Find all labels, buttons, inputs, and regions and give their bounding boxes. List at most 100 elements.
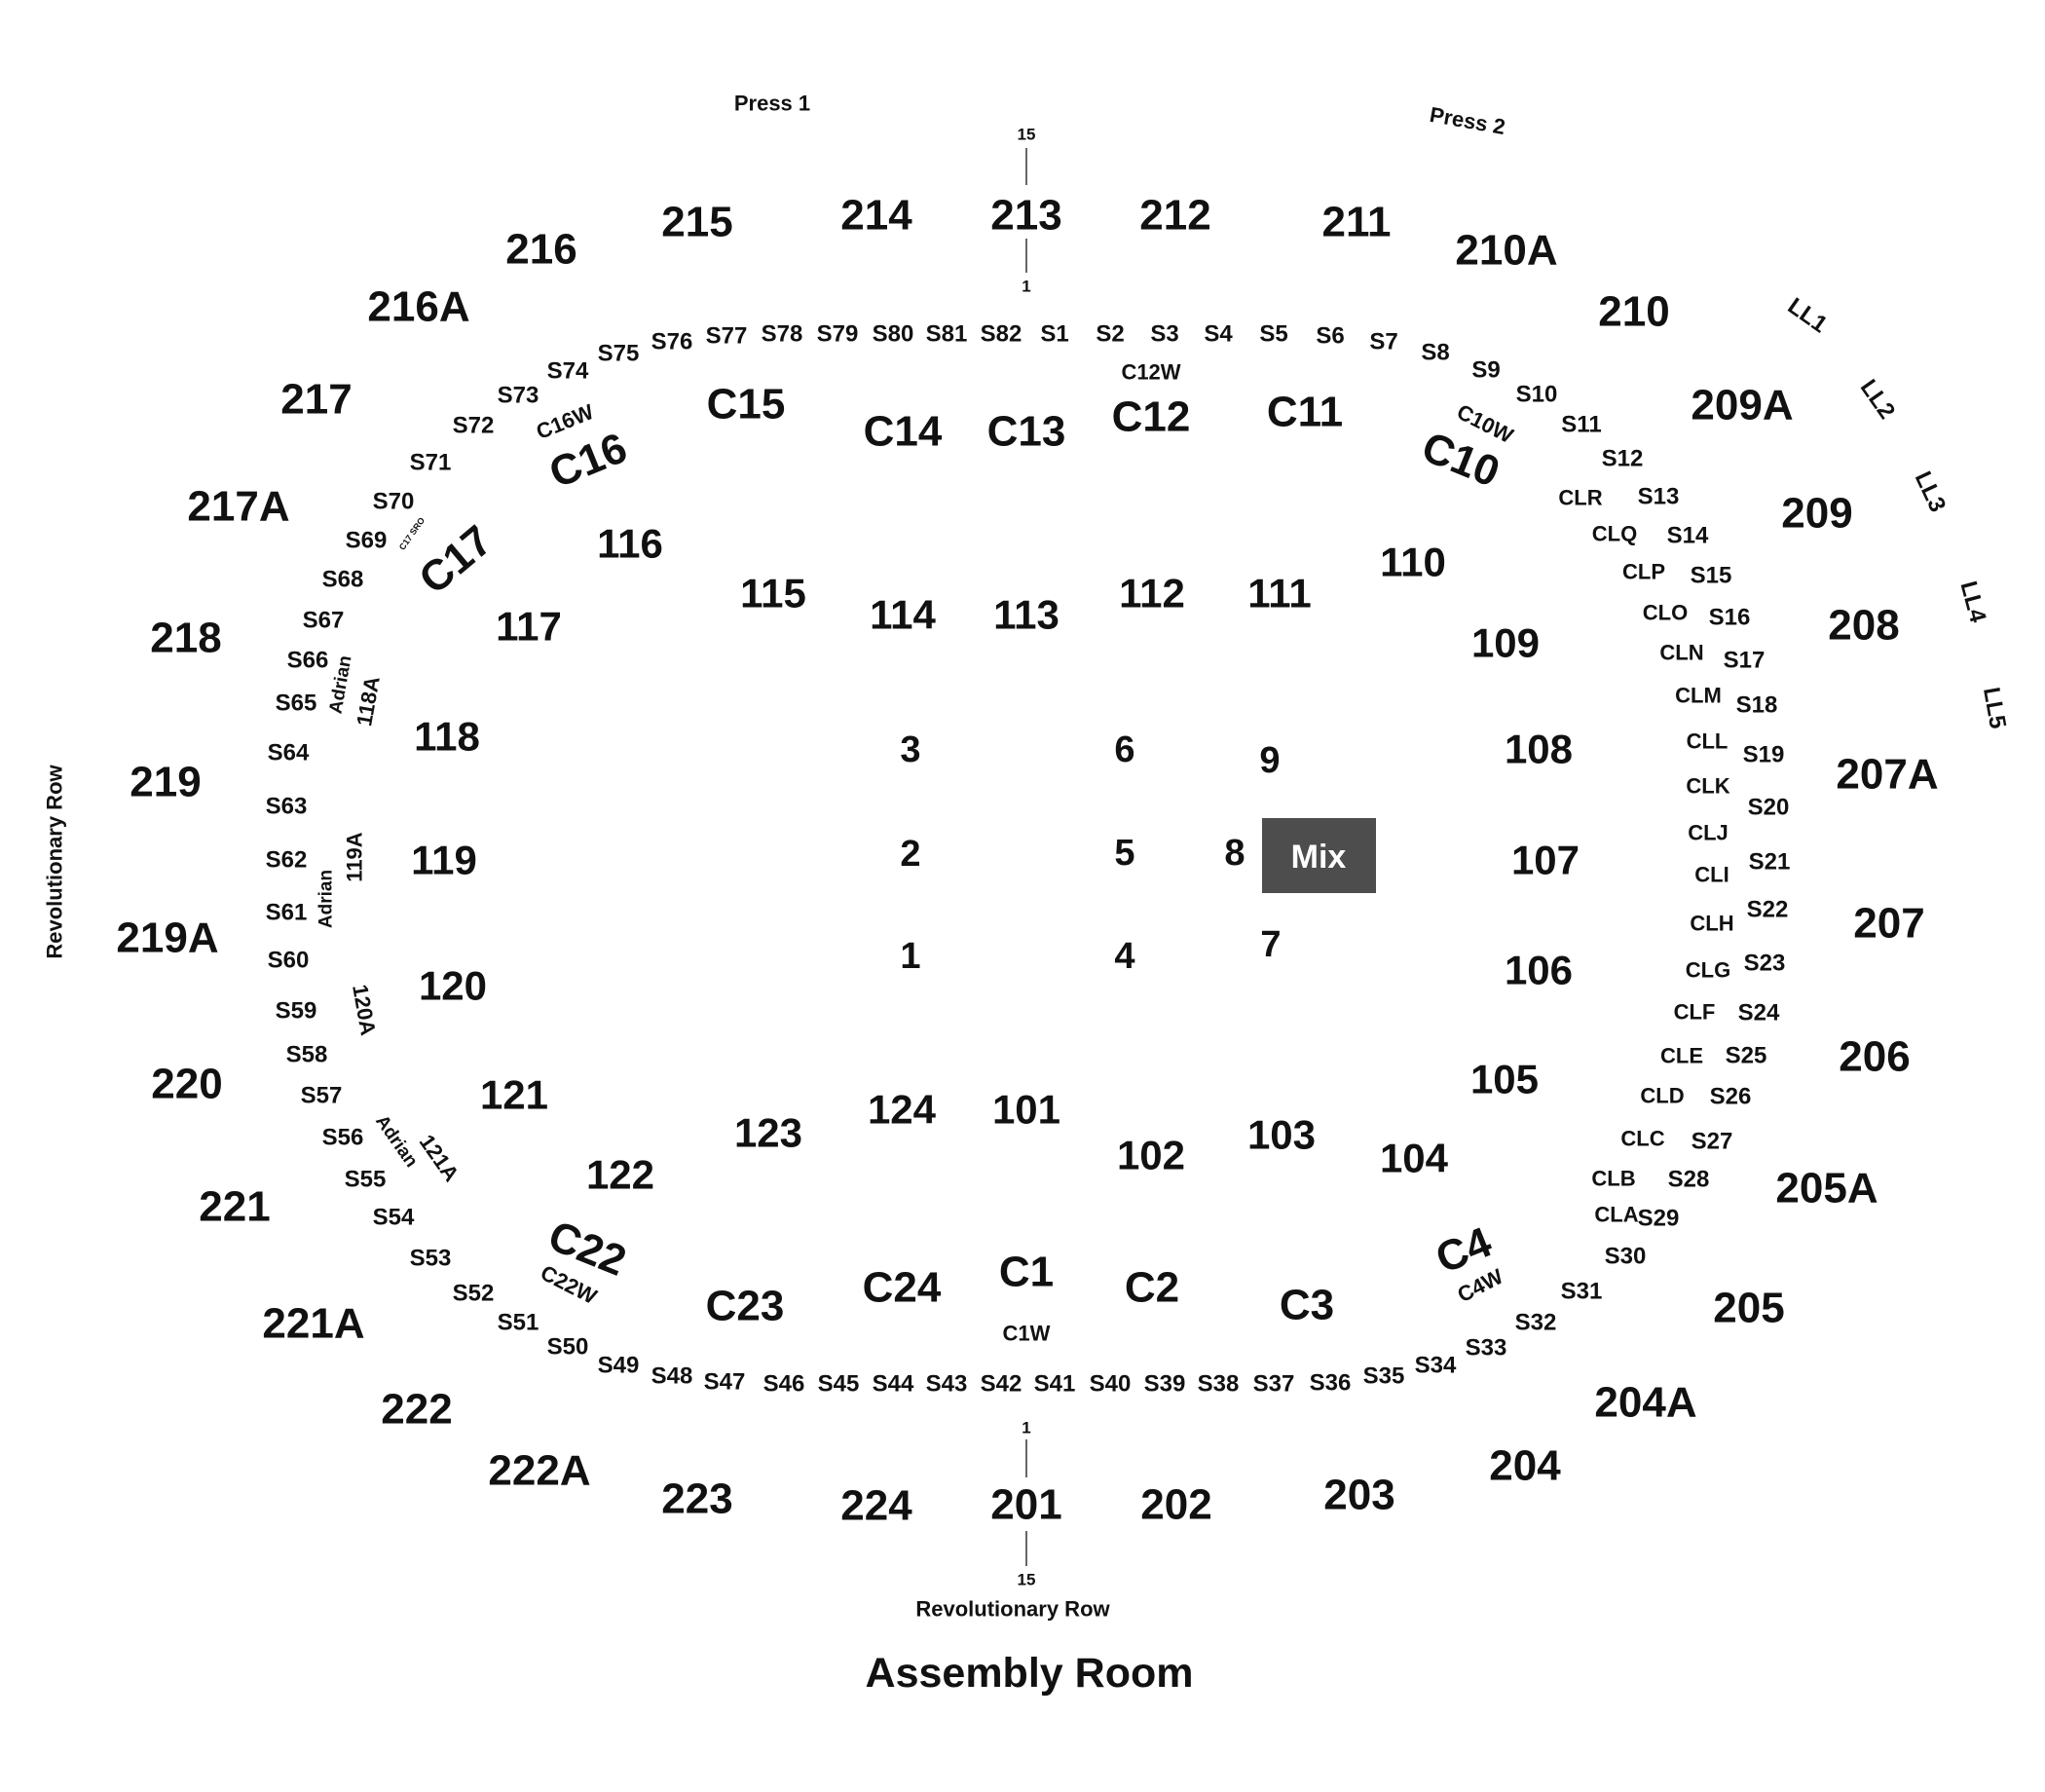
section-c14[interactable]: C14 [864,408,943,456]
suite-s27[interactable]: S27 [1692,1129,1733,1155]
suite-s46[interactable]: S46 [763,1371,805,1398]
section-120a[interactable]: 120A [348,983,381,1037]
suite-s70[interactable]: S70 [373,489,415,515]
suite-s1[interactable]: S1 [1040,321,1068,348]
suite-s37[interactable]: S37 [1253,1371,1295,1398]
section-219a[interactable]: 219A [116,915,218,962]
section-202[interactable]: 202 [1140,1481,1211,1529]
section-clq[interactable]: CLQ [1592,522,1637,546]
section-217[interactable]: 217 [280,376,352,424]
section-112[interactable]: 112 [1119,571,1185,616]
suite-s73[interactable]: S73 [498,383,539,409]
suite-s42[interactable]: S42 [981,1371,1022,1398]
section-217a[interactable]: 217A [187,483,289,531]
suite-s25[interactable]: S25 [1726,1043,1767,1069]
section-ll3[interactable]: LL3 [1910,467,1952,516]
section-208[interactable]: 208 [1828,602,1899,650]
section-205a[interactable]: 205A [1775,1165,1878,1213]
section-209[interactable]: 209 [1781,490,1852,538]
suite-s44[interactable]: S44 [873,1371,914,1398]
section-205[interactable]: 205 [1713,1285,1784,1332]
suite-s18[interactable]: S18 [1736,692,1778,719]
section-cla[interactable]: CLA [1594,1203,1638,1227]
section-220[interactable]: 220 [151,1061,222,1108]
section-115[interactable]: 115 [740,571,806,616]
section-c17-sro[interactable]: C17 SRO [397,515,427,551]
section-222a[interactable]: 222A [488,1447,590,1495]
suite-s24[interactable]: S24 [1738,1000,1780,1027]
suite-s8[interactable]: S8 [1421,340,1449,366]
suite-s21[interactable]: S21 [1749,849,1791,876]
section-116[interactable]: 116 [597,521,663,567]
section-223[interactable]: 223 [661,1475,732,1523]
suite-s62[interactable]: S62 [266,847,308,874]
suite-s57[interactable]: S57 [301,1083,343,1109]
section-119[interactable]: 119 [411,838,477,883]
suite-s60[interactable]: S60 [268,948,310,974]
section-cld[interactable]: CLD [1640,1084,1684,1108]
suite-s63[interactable]: S63 [266,794,308,820]
suite-s59[interactable]: S59 [276,998,317,1025]
section-204[interactable]: 204 [1489,1442,1561,1490]
section-210a[interactable]: 210A [1455,227,1557,275]
section-ll5[interactable]: LL5 [1978,686,2011,731]
section-101[interactable]: 101 [992,1087,1060,1133]
suite-s20[interactable]: S20 [1748,795,1790,821]
suite-s26[interactable]: S26 [1710,1084,1752,1110]
floor-section-9[interactable]: 9 [1259,740,1280,781]
floor-section-4[interactable]: 4 [1114,936,1134,977]
section-106[interactable]: 106 [1505,948,1573,993]
section-cln[interactable]: CLN [1659,641,1703,665]
section-206[interactable]: 206 [1839,1033,1910,1081]
floor-section-3[interactable]: 3 [900,729,920,770]
suite-s6[interactable]: S6 [1316,323,1344,350]
section-102[interactable]: 102 [1117,1133,1185,1178]
suite-s48[interactable]: S48 [651,1363,693,1390]
section-c13[interactable]: C13 [987,408,1066,456]
section-212[interactable]: 212 [1139,192,1210,240]
section-clb[interactable]: CLB [1591,1167,1635,1191]
section-clh[interactable]: CLH [1690,912,1733,936]
section-104[interactable]: 104 [1380,1136,1449,1181]
section-108[interactable]: 108 [1505,727,1573,772]
section-c1[interactable]: C1 [999,1249,1054,1296]
suite-s71[interactable]: S71 [410,450,452,476]
section-121a[interactable]: 121A [415,1130,465,1186]
suite-s47[interactable]: S47 [704,1369,746,1396]
section-221a[interactable]: 221A [262,1300,364,1348]
section-c12[interactable]: C12 [1112,393,1191,441]
section-222[interactable]: 222 [381,1386,452,1434]
section-clm[interactable]: CLM [1675,684,1722,708]
suite-s79[interactable]: S79 [817,321,859,348]
section-214[interactable]: 214 [840,192,912,240]
section-211[interactable]: 211 [1322,199,1392,246]
section-118[interactable]: 118 [414,714,480,760]
section-121[interactable]: 121 [480,1072,548,1118]
suite-s76[interactable]: S76 [651,329,693,355]
section-219[interactable]: 219 [130,759,201,806]
section-c12w[interactable]: C12W [1121,360,1180,385]
suite-s31[interactable]: S31 [1561,1279,1603,1305]
suite-s33[interactable]: S33 [1466,1335,1507,1362]
suite-s38[interactable]: S38 [1198,1371,1240,1398]
section-ll2[interactable]: LL2 [1855,375,1901,424]
suite-s41[interactable]: S41 [1034,1371,1076,1398]
section-216[interactable]: 216 [505,226,576,274]
section-cle[interactable]: CLE [1660,1044,1703,1068]
section-cli[interactable]: CLI [1694,863,1729,887]
suite-s15[interactable]: S15 [1691,563,1732,589]
suite-s14[interactable]: S14 [1667,523,1709,549]
section-207a[interactable]: 207A [1836,751,1938,799]
section-218[interactable]: 218 [150,615,221,662]
section-c2[interactable]: C2 [1125,1264,1179,1312]
suite-s78[interactable]: S78 [762,321,803,348]
section-119a[interactable]: 119A [343,832,367,881]
suite-s3[interactable]: S3 [1150,321,1178,348]
section-120[interactable]: 120 [419,963,487,1009]
section-216a[interactable]: 216A [367,283,469,331]
section-c23[interactable]: C23 [706,1283,785,1330]
section-clo[interactable]: CLO [1643,601,1688,625]
floor-section-5[interactable]: 5 [1114,833,1134,874]
suite-s22[interactable]: S22 [1747,897,1789,923]
section-107[interactable]: 107 [1511,838,1580,883]
